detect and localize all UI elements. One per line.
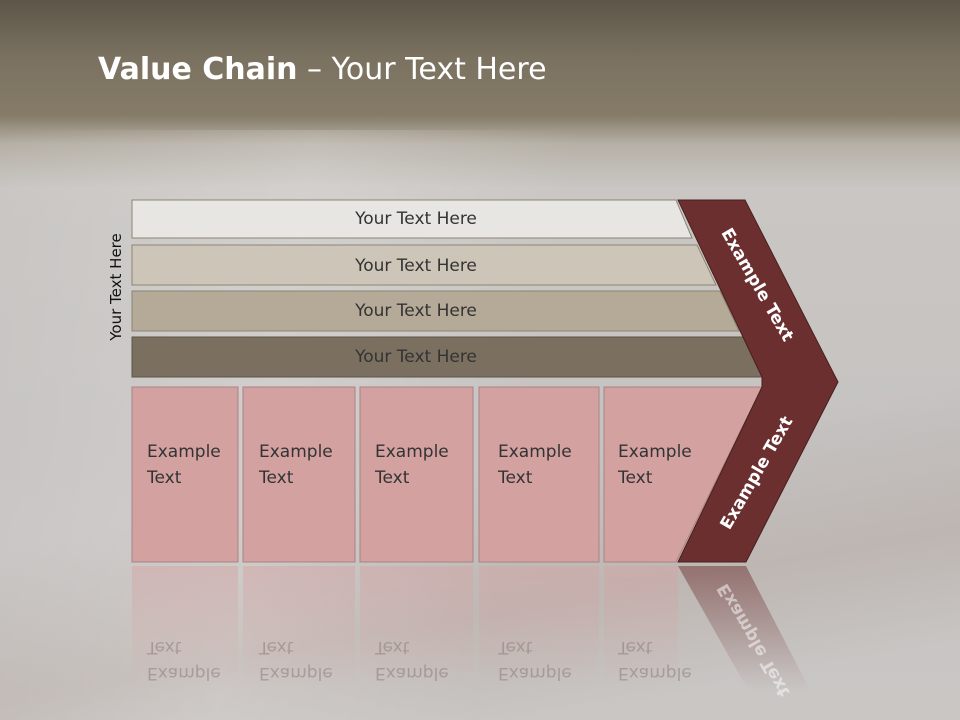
title-bold: Value Chain xyxy=(98,52,298,87)
box-label-1-line2: Text xyxy=(147,468,182,488)
box-reflection-3-line2: Text xyxy=(375,637,410,657)
box-reflection-5-line2: Text xyxy=(618,637,653,657)
primary-box-4 xyxy=(478,386,600,563)
support-bar-1 xyxy=(131,199,693,239)
support-bar-2 xyxy=(131,244,717,286)
box-reflection-1-line2: Text xyxy=(147,637,182,657)
reflection-box-5 xyxy=(604,566,678,686)
box-reflection-2-line2: Text xyxy=(259,637,294,657)
reflection-box-4 xyxy=(479,566,599,686)
reflection-box-2 xyxy=(243,566,355,686)
support-bar-3 xyxy=(131,290,740,332)
reflection-box-1 xyxy=(132,566,238,686)
box-label-4-line1: Example xyxy=(498,442,572,462)
box-reflection-1: Example Text xyxy=(147,634,221,686)
primary-box-1 xyxy=(131,386,239,563)
box-reflection-5: Example Text xyxy=(618,634,692,686)
reflection-chevron xyxy=(678,566,810,690)
slide-title: Value Chain – Your Text Here xyxy=(98,52,547,87)
box-reflection-1-line1: Example xyxy=(147,663,221,683)
box-reflection-3-line1: Example xyxy=(375,663,449,683)
box-reflection-4-line1: Example xyxy=(498,663,572,683)
box-reflection-3: Example Text xyxy=(375,634,449,686)
box-reflection-4-line2: Text xyxy=(498,637,533,657)
box-label-5-line2: Text xyxy=(618,468,653,488)
box-label-2-line1: Example xyxy=(259,442,333,462)
bar-label-1: Your Text Here xyxy=(355,209,477,229)
box-label-1-line1: Example xyxy=(147,442,221,462)
title-rest: – Your Text Here xyxy=(297,52,547,87)
bar-label-4: Your Text Here xyxy=(355,347,477,367)
box-label-3-line2: Text xyxy=(375,468,410,488)
box-reflection-2-line1: Example xyxy=(259,663,333,683)
primary-box-3 xyxy=(359,386,474,563)
box-label-5-line1: Example xyxy=(618,442,692,462)
box-label-2-line2: Text xyxy=(259,468,294,488)
primary-box-5 xyxy=(603,386,763,563)
reflection-box-3 xyxy=(360,566,473,686)
bar-label-3: Your Text Here xyxy=(355,301,477,321)
box-label-3-line1: Example xyxy=(375,442,449,462)
reflection xyxy=(132,566,810,690)
box-label-4-line2: Text xyxy=(498,468,533,488)
primary-box-2 xyxy=(242,386,356,563)
side-label-text: Your Text Here xyxy=(107,233,125,341)
box-reflection-5-line1: Example xyxy=(618,663,692,683)
margin-chevron xyxy=(677,199,839,563)
box-reflection-4: Example Text xyxy=(498,634,572,686)
box-reflection-2: Example Text xyxy=(259,634,333,686)
bar-label-2: Your Text Here xyxy=(355,256,477,276)
